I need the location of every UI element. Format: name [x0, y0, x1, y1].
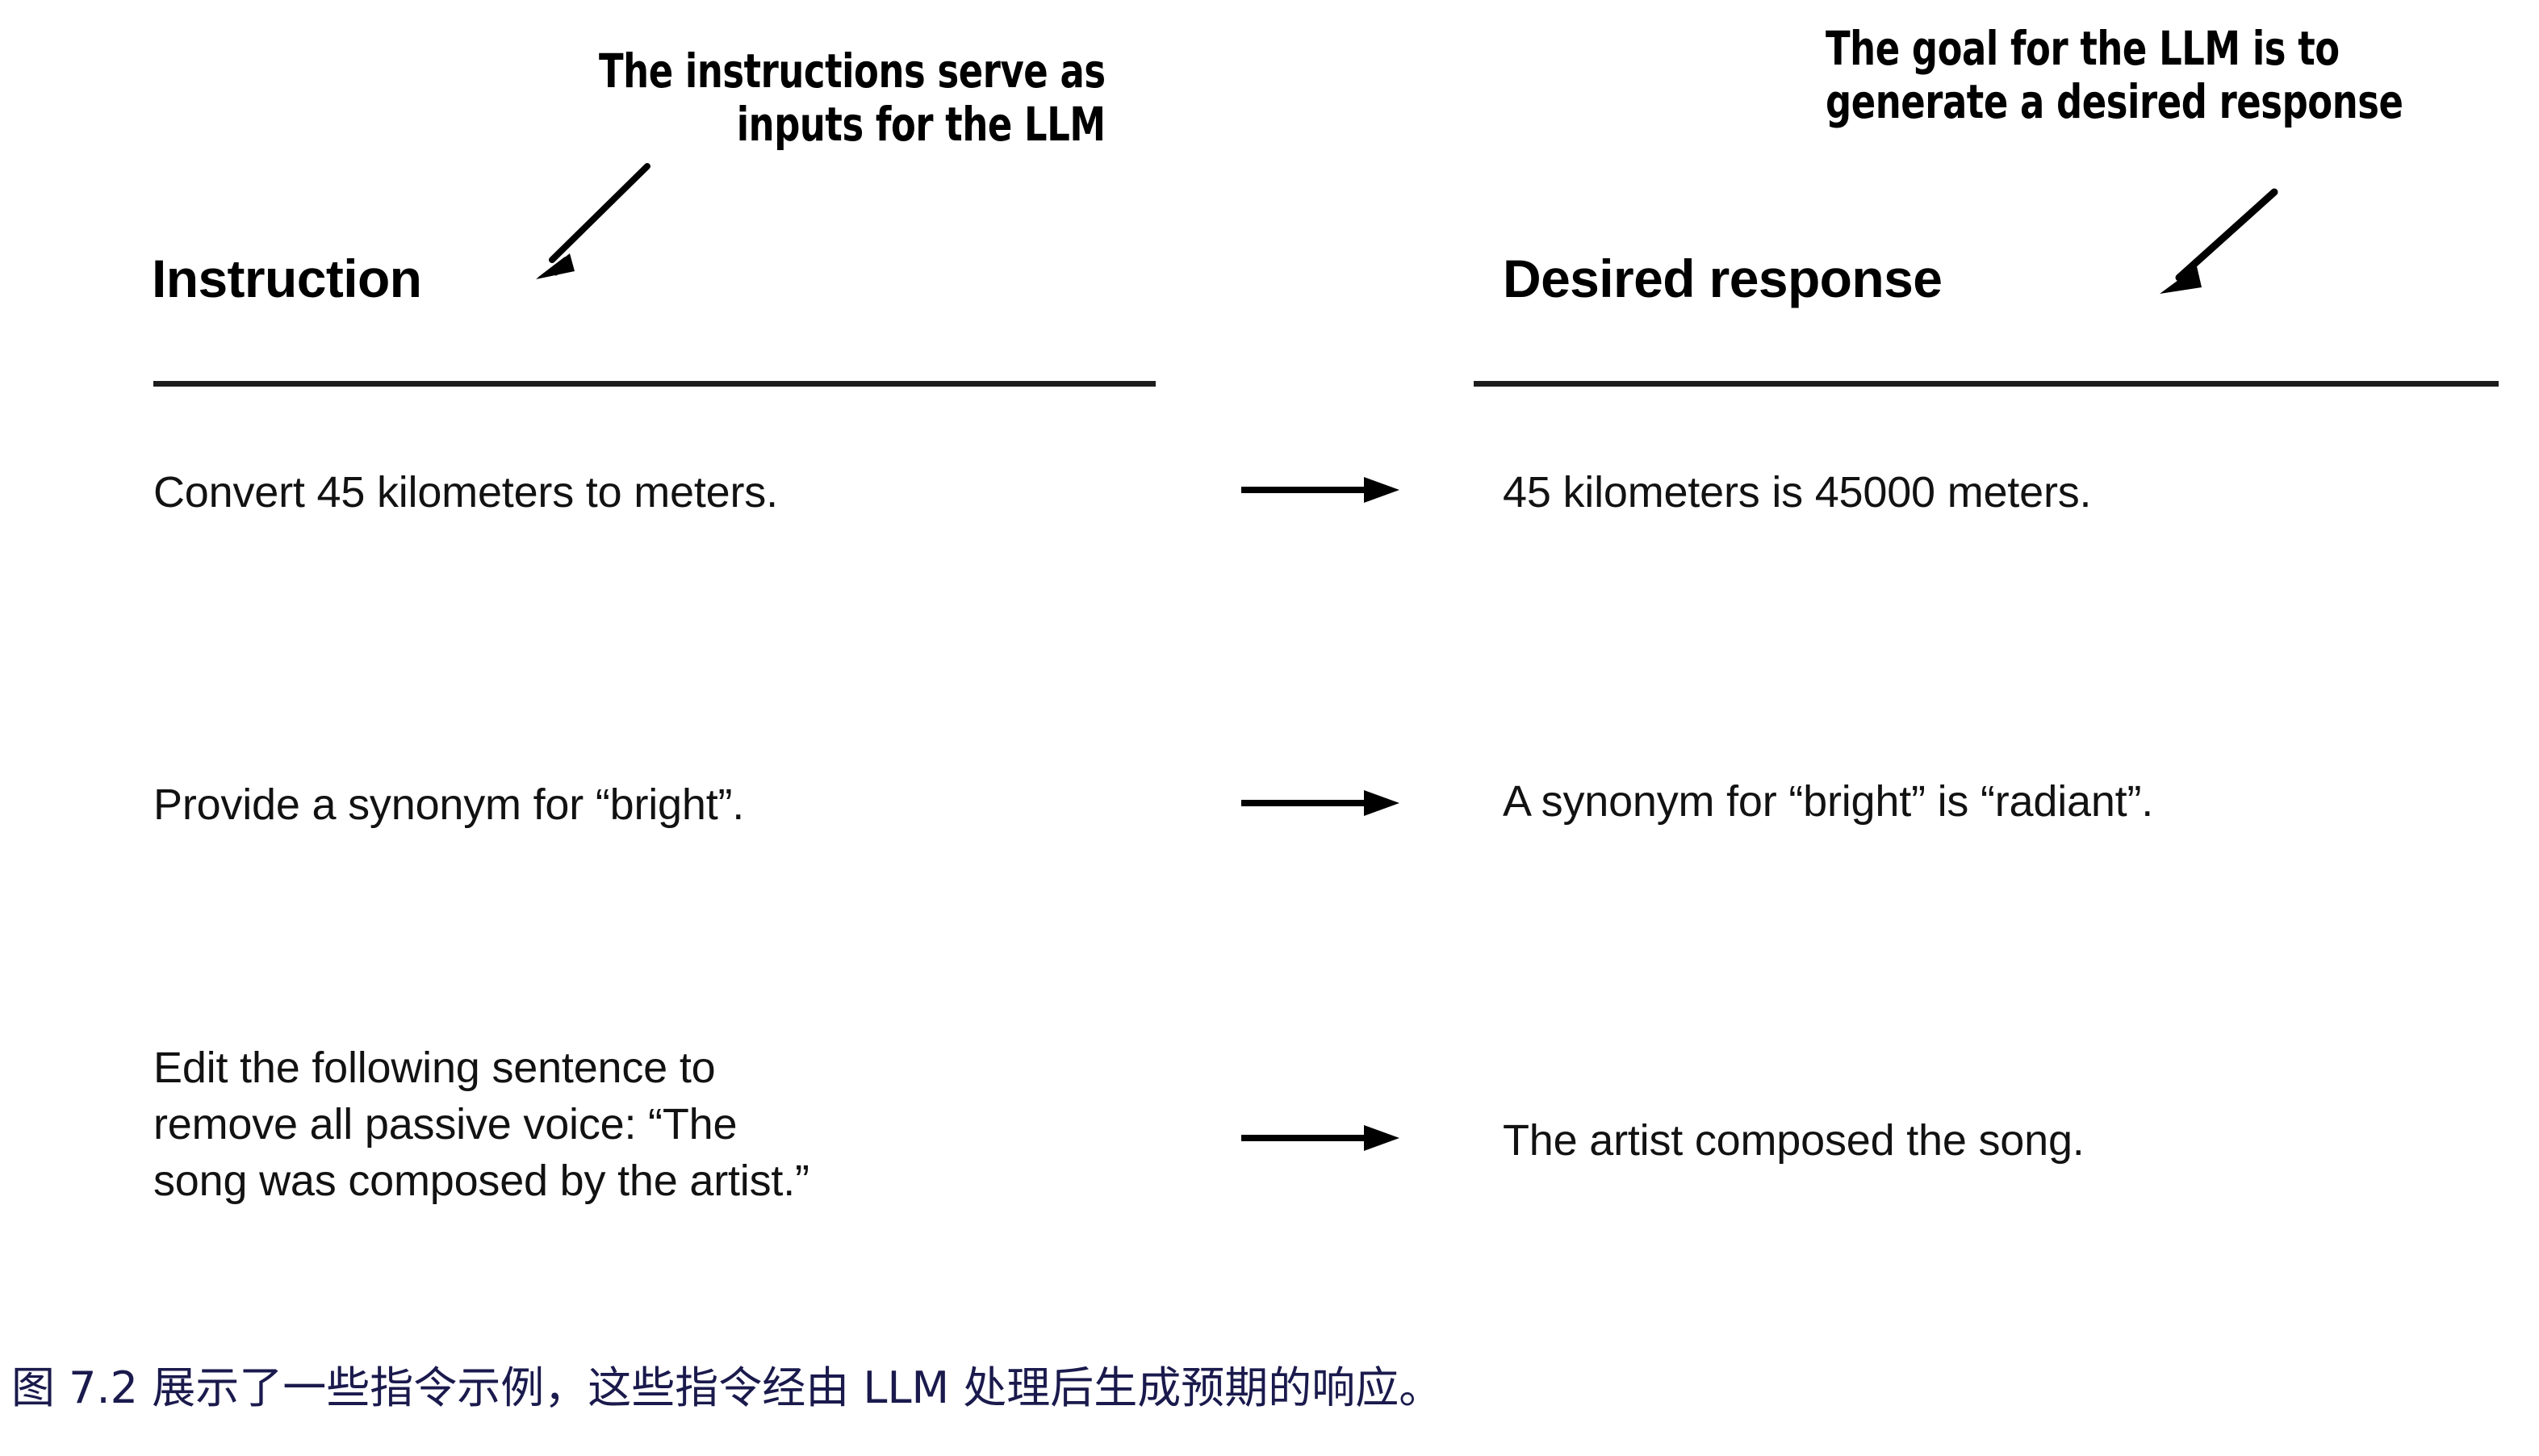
arrow-right-icon	[1241, 787, 1403, 819]
column-heading-desired-response: Desired response	[1503, 249, 1943, 308]
annotation-response-line2: generate a desired response	[1826, 73, 2403, 129]
header-rule-right	[1474, 381, 2499, 387]
column-heading-instruction: Instruction	[152, 249, 422, 308]
arrow-right-icon	[1241, 1122, 1403, 1154]
annotation-instruction-line2: inputs for the LLM	[736, 96, 1106, 152]
instruction-cell-1: Convert 45 kilometers to meters.	[153, 468, 778, 517]
header-rule-left	[153, 381, 1156, 387]
arrow-right-icon	[1241, 474, 1403, 506]
annotation-response-line1: The goal for the LLM is to	[1826, 21, 2340, 76]
response-cell-1: 45 kilometers is 45000 meters.	[1503, 468, 2092, 517]
instruction-cell-2: Provide a synonym for “bright”.	[153, 780, 745, 829]
response-cell-3: The artist composed the song.	[1503, 1116, 2085, 1165]
annotation-instruction-note: The instructions serve as inputs for the…	[599, 44, 1106, 152]
figure-caption: 图 7.2 展示了一些指令示例，这些指令经由 LLM 处理后生成预期的响应。	[11, 1362, 1443, 1413]
instruction-cell-3: Edit the following sentence to remove al…	[153, 1044, 809, 1206]
arrow-down-left-icon	[513, 158, 723, 294]
annotation-instruction-line1: The instructions serve as	[599, 44, 1106, 98]
arrow-down-left-icon	[2095, 158, 2337, 303]
annotation-response-note: The goal for the LLM is to generate a de…	[1826, 21, 2403, 129]
response-cell-2: A synonym for “bright” is “radiant”.	[1503, 777, 2154, 826]
